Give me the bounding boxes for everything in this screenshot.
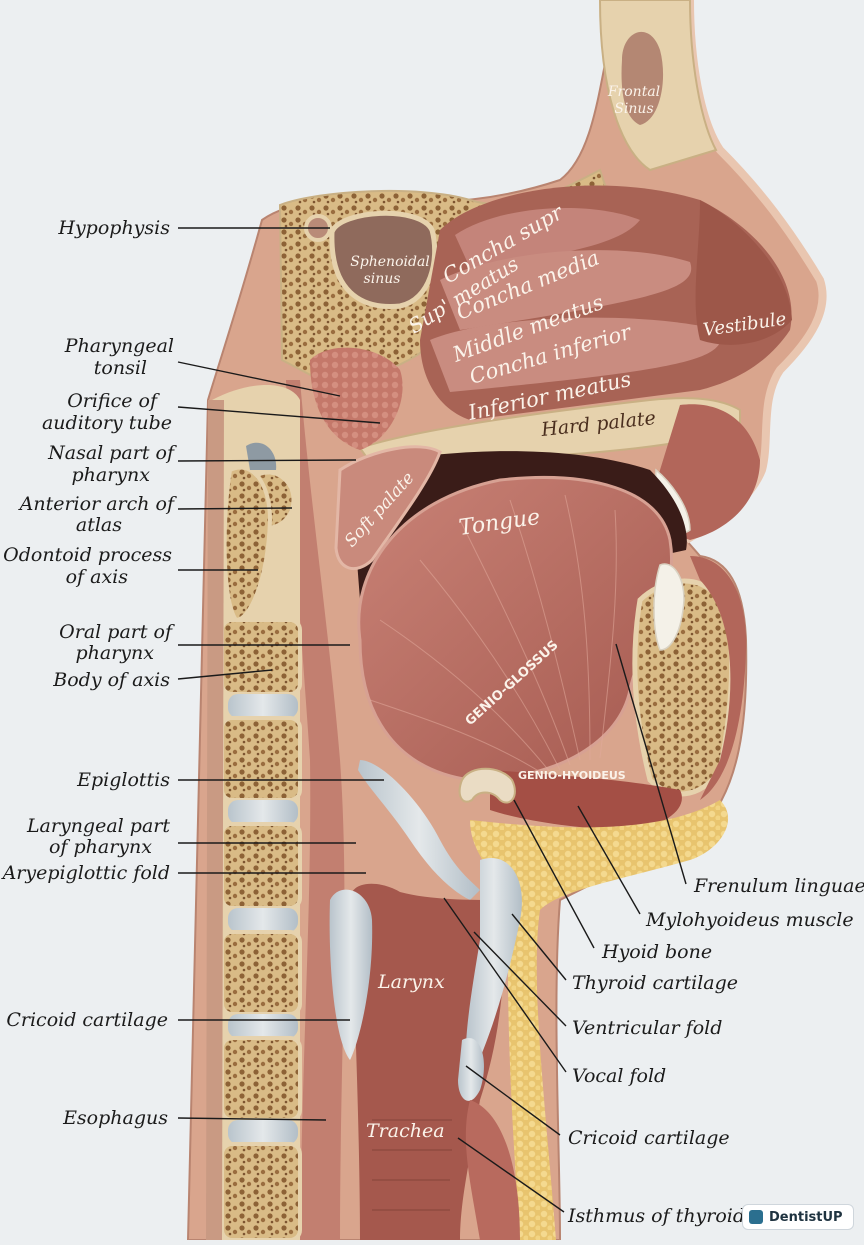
label-body-of-axis: Body of axis — [52, 669, 170, 691]
label-isthmus-of-thyroid: Isthmus of thyroid — [567, 1205, 745, 1227]
label-orifice-auditory-tube-line1: Orifice of — [67, 390, 160, 412]
label-cricoid-cartilage-left: Cricoid cartilage — [6, 1009, 168, 1031]
label-hypophysis: Hypophysis — [57, 217, 170, 239]
label-hyoid-bone: Hyoid bone — [601, 941, 712, 963]
label-nasal-pharynx-line2: pharynx — [72, 464, 151, 486]
section-body — [186, 0, 827, 1242]
label-larynx: Larynx — [377, 971, 445, 993]
label-cricoid-cartilage-right: Cricoid cartilage — [568, 1127, 730, 1149]
label-genio-hyoideus: GENIO-HYOIDEUS — [518, 769, 626, 782]
right-labels: Frenulum linguae Mylohyoideus muscle Hyo… — [567, 875, 864, 1227]
label-sphenoidal-sinus-line2: sinus — [364, 271, 401, 287]
leader-lines — [177, 227, 687, 1213]
label-laryngeal-pharynx-line2: of pharynx — [49, 836, 152, 858]
label-frontal-sinus-line2: Sinus — [614, 101, 653, 117]
label-nasal-pharynx-line1: Nasal part of — [47, 442, 177, 464]
label-oral-pharynx-line1: Oral part of — [59, 621, 175, 643]
label-esophagus: Esophagus — [62, 1107, 168, 1129]
label-frenulum-linguae: Frenulum linguae — [693, 875, 864, 897]
left-labels: Hypophysis Pharyngeal tonsil Orifice of … — [1, 217, 177, 1129]
label-odontoid-process-line2: of axis — [66, 566, 129, 588]
label-laryngeal-pharynx-line1: Laryngeal part — [26, 815, 170, 837]
label-aryepiglottic-fold: Aryepiglottic fold — [1, 862, 170, 884]
label-odontoid-process-line1: Odontoid process — [3, 544, 172, 566]
label-anterior-arch-atlas-line2: atlas — [76, 514, 122, 536]
label-trachea: Trachea — [366, 1120, 445, 1142]
label-anterior-arch-atlas-line1: Anterior arch of — [18, 493, 177, 515]
label-pharyngeal-tonsil-line1: Pharyngeal — [64, 335, 174, 357]
label-sphenoidal-sinus-line1: Sphenoidal — [350, 254, 430, 270]
label-orifice-auditory-tube-line2: auditory tube — [42, 412, 172, 434]
label-epiglottis: Epiglottis — [76, 769, 170, 791]
label-thyroid-cartilage: Thyroid cartilage — [572, 972, 738, 994]
brand-logo-icon — [749, 1210, 763, 1224]
label-mylohyoideus-muscle: Mylohyoideus muscle — [645, 909, 854, 931]
label-oral-pharynx-line2: pharynx — [76, 642, 155, 664]
label-pharyngeal-tonsil-line2: tonsil — [94, 357, 147, 379]
watermark-badge: DentistUP — [742, 1204, 854, 1230]
label-vocal-fold: Vocal fold — [572, 1065, 666, 1087]
watermark-text: DentistUP — [769, 1209, 843, 1225]
label-ventricular-fold: Ventricular fold — [572, 1017, 722, 1039]
label-frontal-sinus-line1: Frontal — [607, 84, 660, 100]
